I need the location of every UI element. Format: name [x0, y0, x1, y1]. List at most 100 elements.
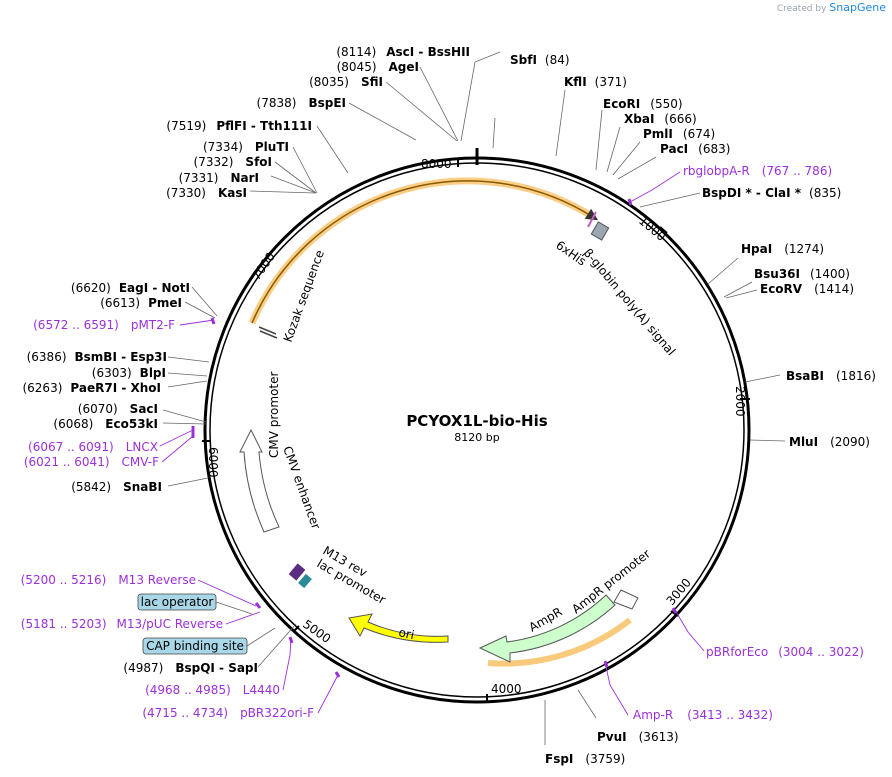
- backbone-inner: [209, 162, 745, 698]
- label-118: rbglobpA-R(767 .. 786): [683, 164, 832, 178]
- enzymes-12-name: PvuI: [597, 730, 627, 744]
- enzymes-6-name: BspDI * - ClaI *: [702, 186, 802, 200]
- enzymes-5-name: PacI: [660, 142, 688, 156]
- enzymes-18-pos: (6263): [22, 381, 62, 395]
- enzymes-29-pos: (8035): [309, 75, 349, 89]
- label-88: (6620)EagI - NotI: [71, 281, 190, 295]
- primers-4-name: pBR322ori-F: [240, 706, 314, 720]
- primers-7-name: CMV-F: [122, 455, 160, 469]
- enzymes-0-pos: (84): [545, 53, 570, 67]
- label-43: HpaI(1274): [741, 242, 824, 256]
- primers-9-name: pMT2-F: [131, 318, 175, 332]
- ampr-arrow: [478, 594, 616, 663]
- label-109: (8035)SfiI: [309, 75, 383, 89]
- enzymes-0-name: SbfI: [510, 53, 537, 67]
- tick-8000: 8000: [421, 157, 459, 171]
- enzyme-leaders: [162, 51, 786, 745]
- enzymes-28-name: BspEI: [308, 96, 346, 110]
- enzymes-12-pos: (3613): [639, 730, 679, 744]
- label-61: FspI(3759): [545, 752, 625, 766]
- label-52: BsaBI(1816): [786, 369, 876, 383]
- enzyme-labels: SbfI(84) KflI(371) EcoRI(550) XbaI(666) …: [510, 53, 876, 766]
- six-his-mark: [587, 211, 597, 228]
- feature-cmv-promoter: CMV promoter: [267, 371, 281, 458]
- enzymes-5-pos: (683): [698, 142, 730, 156]
- label-133: (5181 .. 5203) M13/pUC Reverse: [21, 617, 223, 631]
- primer-marks: [191, 198, 678, 678]
- label-106: (7838) BspEI: [257, 96, 346, 110]
- enzymes-10-name: BsaBI: [786, 369, 824, 383]
- label-130: (4715 .. 4734)pBR322ori-F: [142, 706, 314, 720]
- label-67: (5842)SnaBI: [71, 480, 162, 494]
- primer-leaders: [159, 171, 705, 716]
- ticks-3: 4000: [491, 682, 522, 696]
- enzymes-24-pos: (7331): [179, 171, 219, 185]
- primers-1-range: (3004 .. 3022): [778, 645, 864, 659]
- label-55: MluI(2090): [789, 435, 870, 449]
- ori-arrow: [348, 613, 449, 643]
- enzymes-31-name: AscI - BssHII: [386, 45, 470, 59]
- primers-5-range: (5181 .. 5203): [21, 617, 107, 631]
- enzymes-14-pos: (4987): [123, 661, 163, 675]
- enzymes-8-name: Bsu36I: [754, 267, 800, 281]
- m13-rev-mark: [288, 563, 306, 581]
- label-136: (5200 .. 5216) M13 Reverse: [21, 573, 196, 587]
- label-31: XbaI(666): [624, 112, 697, 126]
- label-112: (8045)AgeI: [337, 60, 419, 74]
- primers-8-range: (6067 .. 6091): [28, 440, 114, 454]
- label-58: PvuI (3613): [597, 730, 679, 744]
- boxed-features-1: CAP binding site: [146, 639, 244, 653]
- primers-5-name: M13/pUC Reverse: [117, 617, 224, 631]
- enzymes-21-pos: (6613): [100, 296, 140, 310]
- ticks-5: 6000: [206, 447, 220, 478]
- enzymes-4-name: PmlI: [643, 127, 673, 141]
- label-100: (7334)PluTI: [203, 140, 289, 154]
- label-40: BspDI * - ClaI *(835): [702, 186, 841, 200]
- label-97: (7332)SfoI: [194, 155, 272, 169]
- enzymes-16-name: Eco53kI: [105, 417, 158, 431]
- enzymes-19-name: BlpI: [140, 366, 166, 380]
- enzymes-26-pos: (7334): [203, 140, 243, 154]
- label-103: (7519)PflFI - Tth111I: [166, 119, 312, 133]
- backbone-outer: [203, 156, 751, 704]
- primers-2-range: (3413 .. 3432): [687, 708, 773, 722]
- label-22: SbfI (84): [510, 53, 570, 67]
- label-37: PacI (683): [660, 142, 730, 156]
- label-94: (7331)NarI: [179, 171, 259, 185]
- enzymes-18-name: PaeR7I - XhoI: [70, 381, 161, 395]
- tick-4000: 4000: [486, 682, 522, 703]
- enzymes-28-pos: (7838): [257, 96, 297, 110]
- polyA-signal-mark: [590, 221, 610, 241]
- enzymes-7-pos: (1274): [784, 242, 824, 256]
- label-76: (6263) PaeR7I - XhoI: [22, 381, 161, 395]
- label-70: (6068)Eco53kI: [53, 417, 158, 431]
- primers-6-name: M13 Reverse: [118, 573, 196, 587]
- enzymes-23-pos: (7330): [166, 186, 206, 200]
- label-115: (8114) AscI - BssHII: [336, 45, 470, 59]
- enzymes-30-name: AgeI: [389, 60, 419, 74]
- orf-arrow: [251, 180, 599, 324]
- enzyme-labels-left: (4987)BspQI - SapI (5842)SnaBI (6068)Eco…: [22, 45, 470, 675]
- enzymes-23-name: KasI: [218, 186, 247, 200]
- enzymes-2-pos: (550): [650, 97, 682, 111]
- primers-3-name: L4440: [243, 683, 280, 697]
- enzymes-3-name: XbaI: [624, 112, 654, 126]
- snapgene-credit: Created by SnapGene: [777, 1, 886, 14]
- primer-labels: rbglobpA-R(767 .. 786) pBRforEco(3004 ..…: [21, 164, 864, 722]
- label-49: EcoRV(1414): [760, 282, 854, 296]
- label-139: (6021 .. 6041)CMV-F: [24, 455, 159, 469]
- enzymes-17-name: SacI: [130, 402, 158, 416]
- enzymes-25-name: SfoI: [245, 155, 272, 169]
- enzymes-13-pos: (3759): [585, 752, 625, 766]
- primers-0-range: (767 .. 786): [762, 164, 832, 178]
- label-145: (6572 .. 6591)pMT2-F: [33, 318, 175, 332]
- label-127: (4968 .. 4985)L4440: [145, 683, 280, 697]
- label-25: KflI(371): [564, 75, 627, 89]
- primers-6-range: (5200 .. 5216): [21, 573, 107, 587]
- primers-2-name: Amp-R: [633, 708, 673, 722]
- label-64: (4987)BspQI - SapI: [123, 661, 258, 675]
- enzymes-17-pos: (6070): [78, 402, 118, 416]
- enzymes-31-pos: (8114): [336, 45, 376, 59]
- label-73: (6070) SacI: [78, 402, 158, 416]
- tick-6000: 6000: [202, 440, 220, 478]
